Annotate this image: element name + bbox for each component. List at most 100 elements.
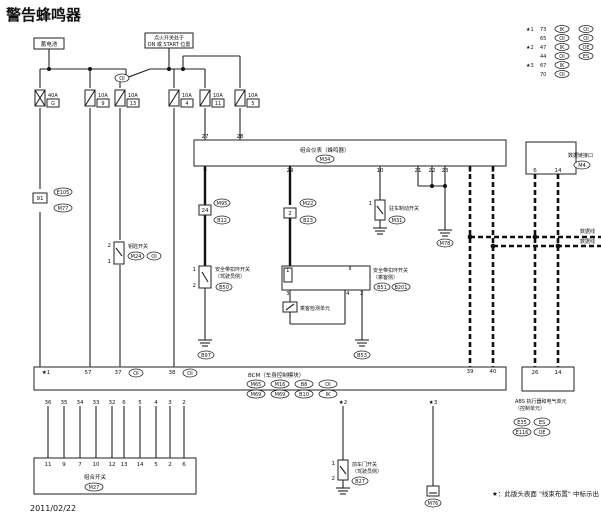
svg-text:ON 或 START 位置: ON 或 START 位置 bbox=[148, 41, 191, 48]
legend-code: OI bbox=[559, 54, 564, 60]
legend-code-bubble bbox=[554, 43, 570, 51]
combo-pin: 5 bbox=[154, 462, 158, 468]
svg-text:E35: E35 bbox=[517, 420, 527, 426]
fuse-id-box bbox=[46, 98, 60, 108]
fuse-id-box bbox=[180, 98, 194, 108]
legend-mark: ★2 bbox=[526, 45, 534, 51]
fuse-element bbox=[199, 89, 211, 107]
key-switch: 2 1 钥匙开关 M24 OI bbox=[108, 241, 162, 265]
legend-code-bubble bbox=[578, 52, 594, 60]
bcm-connector-bubble bbox=[270, 379, 290, 389]
fuse-id: 9 bbox=[101, 101, 104, 107]
battery-label: 蓄电池 bbox=[41, 40, 58, 48]
bcm-connector-bubble bbox=[270, 389, 290, 399]
svg-text:2: 2 bbox=[193, 283, 197, 289]
fuse-id: 4 bbox=[185, 101, 188, 107]
legend-pins: 70 bbox=[540, 72, 546, 78]
svg-text:M31: M31 bbox=[392, 218, 403, 224]
bcm-connector-bubble bbox=[246, 379, 266, 389]
svg-text:数据线: 数据线 bbox=[580, 228, 595, 235]
svg-text:点火开关处于: 点火开关处于 bbox=[154, 35, 184, 42]
svg-text:26: 26 bbox=[532, 370, 539, 376]
svg-text:1: 1 bbox=[286, 268, 290, 274]
fuse-amp: 10A bbox=[213, 93, 223, 99]
bcm-connector-bubble bbox=[246, 389, 266, 399]
svg-text:1: 1 bbox=[332, 461, 336, 467]
footnote: ★：此版头表面 "线束布置" 中标示出 bbox=[492, 490, 599, 498]
bcm-connector: B8 bbox=[301, 382, 308, 388]
svg-text:驻车制动开关: 驻车制动开关 bbox=[389, 205, 419, 212]
combo-pin: 14 bbox=[137, 462, 144, 468]
combo-pin: 9 bbox=[62, 462, 66, 468]
svg-text:OI: OI bbox=[151, 254, 156, 260]
fuse-element bbox=[84, 89, 96, 107]
fuse-id-box bbox=[96, 98, 110, 108]
fuse-element bbox=[168, 89, 180, 107]
fuse-id-box bbox=[211, 98, 225, 108]
bcm-connector: OI bbox=[325, 382, 330, 388]
fuse-id-box bbox=[126, 98, 140, 108]
bcm-pin: ★1 bbox=[42, 370, 50, 376]
fuse-id: 11 bbox=[215, 101, 221, 107]
ignition-supply: 点火开关处于 ON 或 START 位置 bbox=[144, 32, 194, 49]
door-switch: 1 2 前车门开关 （驾驶员侧） B27 bbox=[332, 406, 382, 495]
fuse-down-wiring bbox=[39, 108, 241, 367]
svg-text:40: 40 bbox=[490, 369, 497, 375]
bcm-bottom-pin: 4 bbox=[154, 400, 158, 406]
legend-code-bubble bbox=[578, 34, 594, 42]
bcm-connector: M69 bbox=[275, 392, 286, 398]
svg-text:M77: M77 bbox=[58, 206, 69, 212]
svg-text:前车门开关: 前车门开关 bbox=[352, 461, 377, 468]
ground-m76: M76 bbox=[424, 406, 442, 508]
bcm-connector-bubble bbox=[318, 389, 338, 399]
abs-unit: 26 14 ABS 执行器和电气单元 （控制单元） E35 ES E116 OE bbox=[512, 366, 575, 437]
bcm-bottom-pin: 36 bbox=[45, 400, 52, 406]
bcm-pin: 38 bbox=[169, 370, 176, 376]
svg-text:（驾驶员侧）: （驾驶员侧） bbox=[352, 468, 382, 475]
legend-mark: ★1 bbox=[526, 27, 534, 33]
oi-connector-tag: OI bbox=[114, 73, 130, 83]
svg-text:E116: E116 bbox=[516, 430, 529, 436]
svg-text:数据链接口: 数据链接口 bbox=[568, 152, 593, 159]
svg-text:安全带扣环开关: 安全带扣环开关 bbox=[215, 266, 250, 273]
legend-code: OI bbox=[559, 72, 564, 78]
svg-text:2: 2 bbox=[288, 211, 292, 217]
bcm-connector: B10 bbox=[299, 392, 309, 398]
bcm-bottom-pin: 2 bbox=[182, 400, 186, 406]
battery: 蓄电池 bbox=[33, 37, 65, 50]
svg-text:91: 91 bbox=[37, 196, 44, 202]
svg-text:钥匙开关: 钥匙开关 bbox=[128, 243, 148, 250]
svg-text:28: 28 bbox=[237, 134, 244, 140]
can-bus: 数据线 数据线 bbox=[467, 166, 601, 367]
legend-code: OE bbox=[582, 45, 589, 51]
svg-text:39: 39 bbox=[467, 369, 474, 375]
svg-text:B12: B12 bbox=[217, 218, 227, 224]
fuse-id-box bbox=[246, 98, 260, 108]
svg-text:安全带扣环开关: 安全带扣环开关 bbox=[373, 267, 408, 274]
combo-pin: 12 bbox=[109, 462, 116, 468]
legend-code-bubble bbox=[554, 34, 570, 42]
svg-text:B53: B53 bbox=[357, 353, 367, 359]
svg-text:（乘客侧）: （乘客侧） bbox=[373, 274, 398, 281]
svg-text:OE: OE bbox=[538, 430, 545, 436]
fuse-element bbox=[34, 89, 46, 107]
bcm-bottom-pin: 35 bbox=[61, 400, 68, 406]
svg-text:M27: M27 bbox=[89, 485, 100, 491]
combo-wiring bbox=[47, 406, 185, 458]
svg-text:M24: M24 bbox=[131, 254, 142, 260]
fuse-amp: 10A bbox=[128, 93, 138, 99]
legend-pins: 47 bbox=[540, 45, 546, 51]
bcm-connector: M69 bbox=[251, 392, 262, 398]
svg-text:1: 1 bbox=[369, 201, 373, 207]
svg-text:OI: OI bbox=[187, 371, 192, 377]
bcm-connector-bubble bbox=[318, 379, 338, 389]
svg-text:B23: B23 bbox=[303, 218, 313, 224]
svg-text:（控制单元）: （控制单元） bbox=[515, 405, 545, 412]
svg-text:B27: B27 bbox=[355, 479, 365, 485]
legend-code-bubble bbox=[578, 25, 594, 33]
bcm-connector: M65 bbox=[251, 382, 262, 388]
